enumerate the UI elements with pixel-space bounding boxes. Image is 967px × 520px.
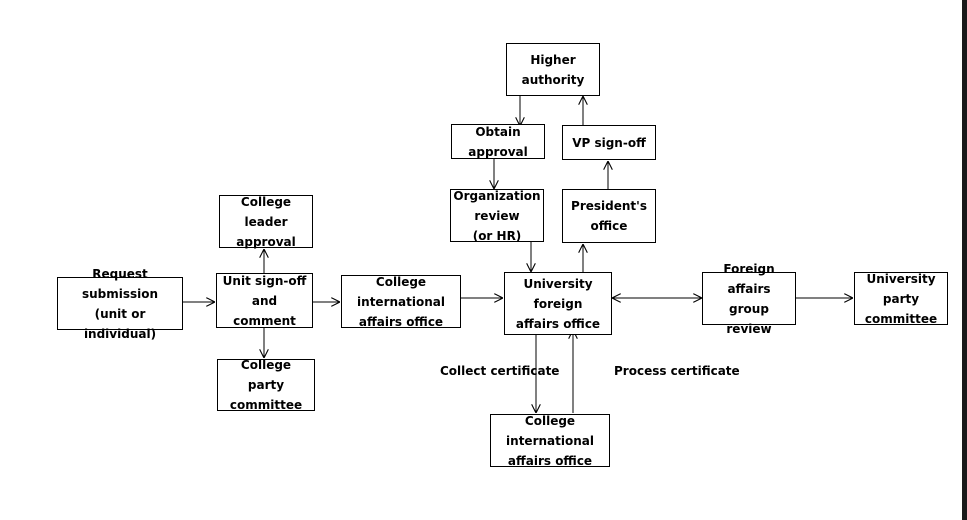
node-college-leader: College leader approval (219, 194, 313, 249)
node-text: affairs office (507, 453, 593, 468)
node-higher-dept: Higher authority (506, 43, 600, 96)
node-text: University party (866, 271, 936, 306)
node-text: VP sign-off (572, 135, 646, 150)
node-unit-review: Unit sign-off and comment (216, 273, 313, 328)
node-text: University foreign (523, 276, 593, 311)
right-edge-bar (962, 0, 967, 520)
node-text: College international (357, 274, 445, 309)
node-applicant-request: Request submission (unit or individual) (57, 267, 183, 341)
node-text: Request submission (81, 266, 159, 301)
node-text: College international (506, 413, 594, 448)
node-foreign-affairs-office: University foreign affairs office (504, 272, 612, 335)
node-text: Organization review (453, 188, 541, 223)
node-college-intl-office: College international affairs office (341, 274, 461, 329)
node-text: committee (864, 311, 938, 326)
node-text: Higher authority (521, 52, 585, 87)
node-text: College party (240, 358, 292, 392)
node-text: (or HR) (472, 228, 522, 243)
node-university-party: University party committee (854, 271, 948, 326)
node-text: and comment (233, 293, 296, 328)
node-text: affairs office (358, 314, 444, 329)
node-get-approval: Obtain approval (451, 124, 545, 159)
node-text: committee (229, 398, 303, 412)
node-college-party: College party committee (217, 358, 315, 412)
node-text: (unit or individual) (83, 306, 157, 341)
node-text: affairs office (515, 316, 601, 331)
edge-label-collect-cert: Collect certificate (440, 364, 560, 378)
node-text: College leader (240, 194, 292, 229)
node-vp-sign: VP sign-off (562, 125, 656, 160)
node-text: Unit sign-off (222, 273, 307, 288)
node-text: Foreign affairs (723, 261, 775, 296)
edge-label-process-cert: Process certificate (614, 364, 740, 378)
node-org-review: Organization review (or HR) (450, 188, 544, 243)
node-text: Obtain approval (468, 124, 528, 159)
node-text: group review (726, 301, 772, 336)
node-president-office: President's office (562, 189, 656, 243)
node-text: approval (236, 234, 296, 249)
node-text: President's office (571, 199, 647, 233)
node-college-office-bottom: College international affairs office (490, 413, 610, 468)
node-fa-leading-group: Foreign affairs group review (702, 262, 796, 336)
